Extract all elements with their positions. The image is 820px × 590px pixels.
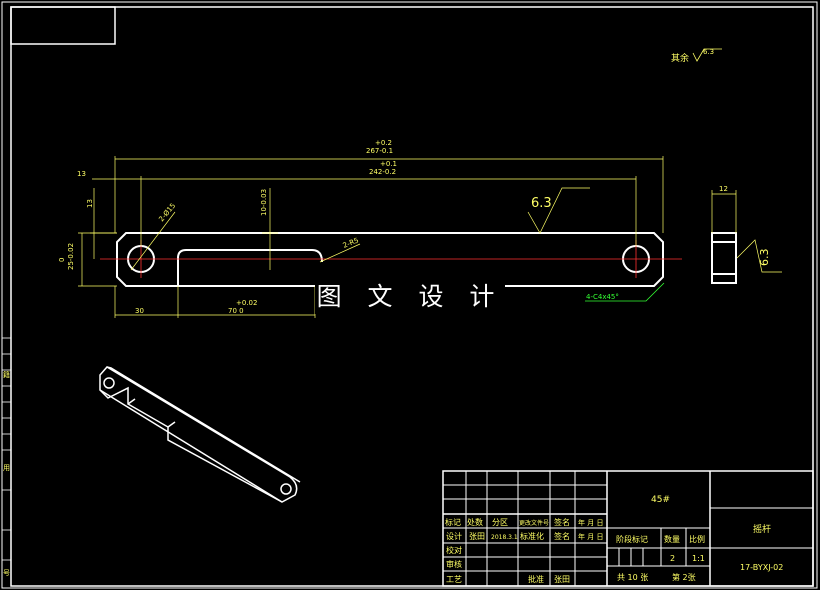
tb-scale: 1:1 [692,554,705,563]
centerlines [100,240,682,278]
side-roughness: 6.3 [758,249,771,267]
tb-std-label: 标准化 [520,531,544,541]
left-seg: 30 [135,307,144,315]
strip-label-3: 号 [3,569,10,577]
tb-designer: 张田 [469,532,485,541]
offset-left: 13 [77,170,86,178]
chamfer-leader [585,282,665,302]
tb-design-label: 设计 [446,531,462,541]
tb-review-label: 审核 [446,559,462,569]
offset-vertical: 13 [86,199,94,208]
tb-sign-label: 签名 [554,531,570,541]
chamfer-note: 4-C4x45° [586,293,619,301]
slot-tol: +0.02 [236,299,257,307]
tb-hdr-change: 更改文件号 [519,519,549,527]
side-view [711,232,737,284]
roughness-symbol-icon [692,48,722,62]
part-outline [116,232,664,287]
tb-hdr-zone: 分区 [492,518,508,527]
tb-sheet-no: 第 2张 [672,572,696,582]
tb-approver: 张田 [554,575,570,584]
tb-drawing-no: 17-BYXJ-02 [740,563,783,572]
slot-len: 70 0 [228,307,244,315]
overall-length: 267-0.1 [366,147,393,155]
tb-hdr-sign: 签名 [554,517,570,527]
side-width: 12 [719,185,728,193]
strip-label-2: 用 [3,464,10,472]
isometric-view [99,366,301,503]
roughness-value: 6.3 [531,196,552,211]
tb-stage-label: 阶段标记 [616,534,648,544]
hole-tol: +0.1 [380,160,397,168]
dimension-lines [78,156,664,318]
tb-weight-label: 数量 [664,534,680,544]
tb-part-name: 摇杆 [753,523,771,535]
tb-hdr-mark: 标记 [445,517,461,527]
title-block [442,470,814,587]
side-view-dims [711,190,782,273]
surface-note-label: 其余 [671,52,689,64]
height: 25-0.02 [67,243,75,270]
corner-box [10,6,116,45]
tb-material: 45# [651,495,670,505]
surface-note-value: 6.3 [703,48,714,56]
tb-approve-label: 批准 [528,574,544,584]
watermark: 图 文 设 计 [315,280,505,314]
slot-depth: 10-0.03 [260,189,268,216]
tb-date-label: 年 月 日 [578,532,603,541]
tb-total-sheets: 共 10 张 [617,573,648,582]
left-strip [2,337,11,561]
tb-hdr-count: 处数 [467,517,483,527]
strip-label-1: 籍 [3,370,10,379]
height-tol: 0 [58,258,66,262]
hole-spacing: 242-0.2 [369,168,396,176]
inner-frame [10,6,814,587]
tb-qty: 2 [670,554,675,563]
tb-design-date: 2018.3.1 [491,534,518,541]
tb-check-label: 校对 [446,545,462,555]
tb-process-label: 工艺 [446,575,462,584]
overall-tol: +0.2 [375,139,392,147]
tb-scale-label: 比例 [689,534,705,544]
tb-hdr-date: 年 月 日 [578,518,603,527]
